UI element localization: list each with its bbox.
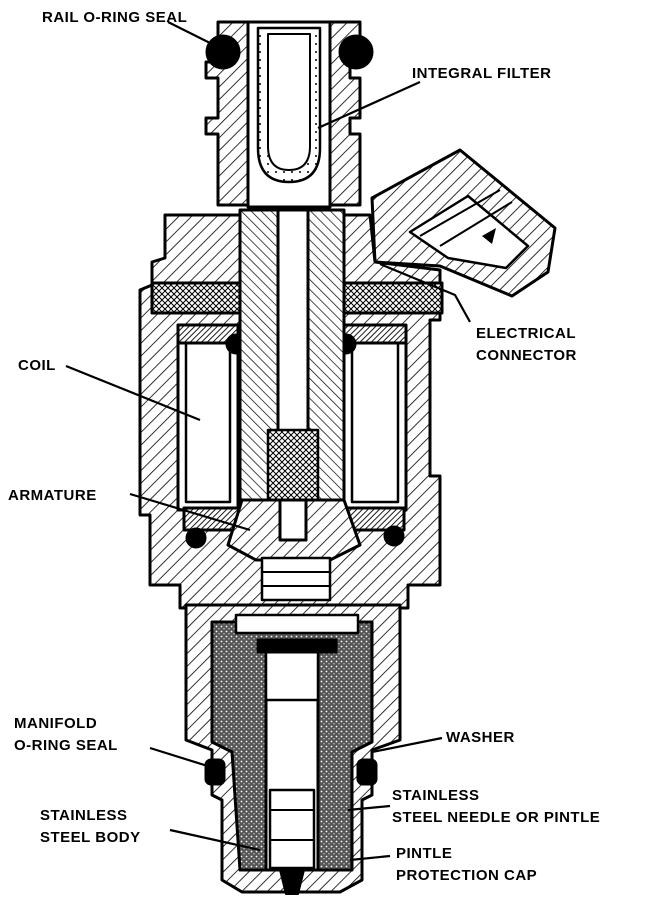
label-coil: COIL (18, 357, 56, 374)
washer-seat (256, 638, 338, 654)
armature-bore (278, 498, 308, 542)
spring (266, 428, 320, 502)
label-cap-1: PINTLE (396, 845, 452, 862)
label-cap-2: PROTECTION CAP (396, 867, 537, 884)
label-stainless-body-1: STAINLESS (40, 807, 128, 824)
coil-seal-left-bottom (185, 527, 207, 549)
label-manifold: MANIFOLD (14, 715, 97, 732)
needle-lower-block (268, 788, 316, 870)
manifold-oring-left (204, 758, 226, 786)
label-oring-seal: O-RING SEAL (14, 737, 118, 754)
filter-inner (267, 33, 311, 171)
needle-stem-upper (260, 556, 332, 602)
needle-upper-block (264, 646, 320, 702)
label-connector: CONNECTOR (476, 347, 577, 364)
electrical-connector (370, 148, 557, 298)
label-rail-oring-seal: RAIL O-RING SEAL (42, 9, 187, 26)
coil-winding-left (184, 340, 232, 504)
labels: RAIL O-RING SEAL INTEGRAL FILTER ELECTRI… (8, 9, 600, 884)
coil-winding-right (350, 340, 400, 504)
coil-seal-right-bottom (383, 525, 405, 547)
label-washer: WASHER (446, 729, 515, 746)
label-integral-filter: INTEGRAL FILTER (412, 65, 551, 82)
label-needle-1: STAINLESS (392, 787, 480, 804)
label-electrical: ELECTRICAL (476, 325, 576, 342)
label-needle-2: STEEL NEEDLE OR PINTLE (392, 809, 600, 826)
manifold-oring-right (356, 758, 378, 786)
label-armature: ARMATURE (8, 487, 97, 504)
label-stainless-body-2: STEEL BODY (40, 829, 141, 846)
rail-oring-left (205, 34, 241, 70)
leader-lines (65, 21, 471, 862)
rail-oring-right (338, 34, 374, 70)
injector-drawing (138, 20, 557, 895)
washer (234, 613, 360, 635)
connector-arrow-icon (482, 228, 496, 244)
pintle-tip (279, 869, 305, 895)
